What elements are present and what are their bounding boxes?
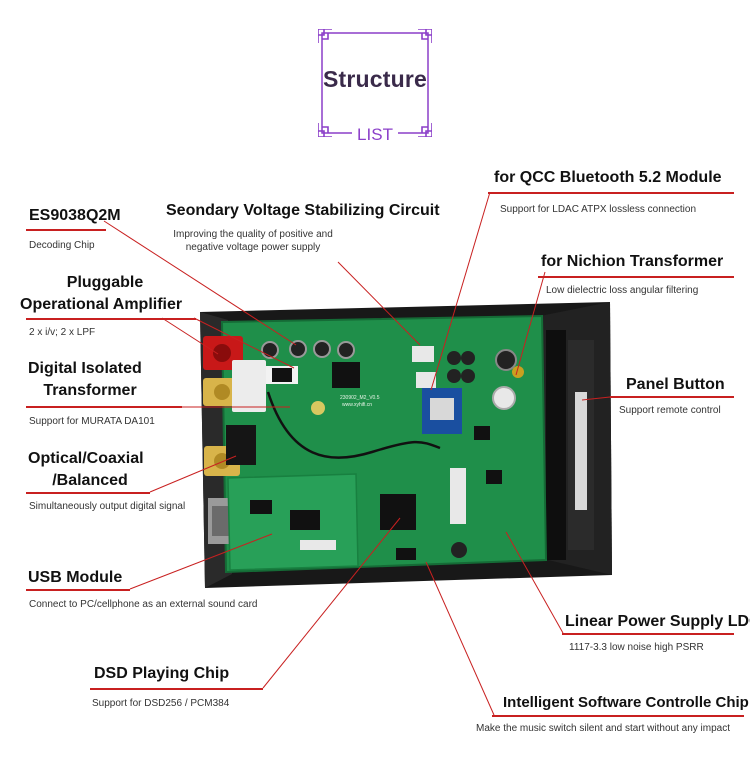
board-site-text: www.xyhifi.cn [342, 402, 372, 408]
label-optical-line1: Optical/Coaxial [28, 450, 144, 467]
label-dsd-chip: DSD Playing Chip [94, 665, 230, 682]
desc-nichion-transformer: Low dielectric loss angular filtering [546, 285, 699, 296]
desc-panel-button: Support remote control [619, 405, 721, 416]
underline-usb [26, 589, 130, 591]
underline-panel [610, 396, 734, 398]
label-isolated-line2: Transformer [43, 382, 137, 399]
underline-intelligent [492, 715, 744, 717]
label-panel-button: Panel Button [626, 376, 725, 393]
label-isolated-line1: Digital Isolated [28, 360, 142, 377]
desc-secondary-voltage-line1: Improving the quality of positive and [173, 229, 333, 240]
desc-opamp: 2 x i/v; 2 x LPF [29, 327, 96, 338]
label-usb-module: USB Module [28, 569, 123, 586]
components [261, 340, 524, 560]
underline-isolated [26, 406, 182, 408]
underline-ldo [562, 633, 734, 635]
label-opamp-line2: Operational Amplifier [20, 296, 183, 313]
structure-badge: Structure LIST [318, 29, 432, 144]
label-intelligent-chip: Intelligent Software Controlle Chip [503, 694, 749, 711]
desc-secondary-voltage-line2: negative voltage power supply [185, 242, 321, 253]
desc-qcc-bluetooth: Support for LDAC ATPX lossless connectio… [500, 204, 697, 215]
usb-board [227, 473, 359, 571]
label-es9038: ES9038Q2M [29, 207, 121, 224]
underline-es9038 [26, 229, 106, 231]
underline-optical [26, 492, 150, 494]
desc-es9038: Decoding Chip [29, 240, 95, 251]
underline-dsd [90, 688, 263, 690]
label-ldo: Linear Power Supply LDO [565, 613, 750, 630]
label-opamp-line1: Pluggable [66, 274, 144, 291]
desc-intelligent-chip: Make the music switch silent and start w… [476, 723, 730, 734]
underline-nichion [538, 276, 734, 278]
desc-ldo: 1117-3.3 low noise high PSRR [569, 642, 704, 653]
label-qcc-bluetooth: for QCC Bluetooth 5.2 Module [494, 169, 722, 186]
badge-title: Structure [322, 66, 428, 92]
label-nichion-transformer: for Nichion Transformer [541, 253, 724, 270]
desc-isolated: Support for MURATA DA101 [29, 416, 155, 427]
ornament-frame [318, 29, 432, 137]
desc-optical: Simultaneously output digital signal [29, 501, 186, 512]
underline-qcc [488, 192, 734, 194]
label-secondary-voltage: Seondary Voltage Stabilizing Circuit [166, 202, 440, 219]
badge-subtitle: LIST [357, 125, 393, 144]
underline-opamp [26, 318, 196, 320]
desc-dsd-chip: Support for DSD256 / PCM384 [92, 698, 230, 709]
leader-lines [103, 191, 611, 716]
desc-usb-module: Connect to PC/cellphone as an external s… [29, 599, 258, 610]
board-model-text: 230902_M2_V0.5 [340, 395, 380, 401]
label-optical-line2: /Balanced [52, 472, 128, 489]
